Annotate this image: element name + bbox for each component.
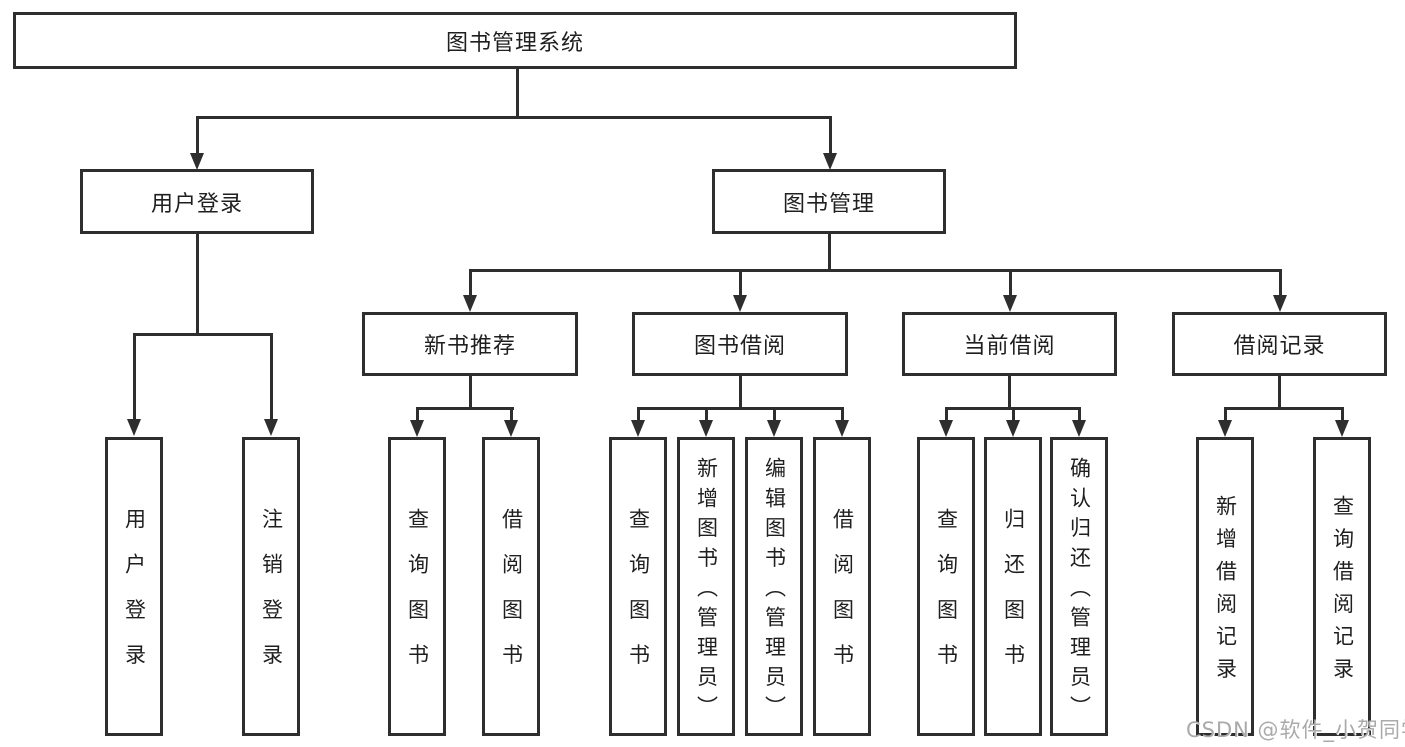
leaf-return-book-label: 归还图书 (1001, 508, 1026, 689)
leaf-edit-book-admin: 编辑图书（管理员） (745, 437, 803, 736)
leaf-confirm-return-admin: 确认归还（管理员） (1050, 437, 1108, 736)
node-book-management-label: 图书管理 (782, 191, 875, 217)
arrow-down-icon (190, 153, 204, 170)
leaf-user-login: 用户登录 (105, 437, 163, 736)
leaf-query-book-3: 查询图书 (917, 437, 975, 736)
connector-line (829, 116, 832, 154)
leaf-query-book-1: 查询图书 (388, 437, 446, 736)
arrow-down-icon (127, 419, 141, 436)
arrow-down-icon (699, 420, 713, 437)
node-book-management: 图书管理 (712, 169, 946, 234)
node-borrow-record: 借阅记录 (1172, 312, 1387, 376)
leaf-borrow-book-2-label: 借阅图书 (830, 508, 855, 689)
connector-line (1278, 375, 1281, 410)
node-current-borrow-label: 当前借阅 (963, 334, 1056, 359)
leaf-query-borrow-record-label: 查询借阅记录 (1330, 494, 1355, 690)
connector-line (841, 407, 844, 421)
leaf-query-book-2: 查询图书 (609, 437, 667, 736)
connector-line (196, 116, 832, 119)
connector-line (705, 407, 708, 421)
connector-line (637, 407, 844, 410)
connector-line (1224, 407, 1344, 410)
node-library-system-label: 图书管理系统 (445, 30, 584, 56)
connector-line (416, 407, 419, 421)
connector-line (133, 333, 273, 336)
arrow-down-icon (1273, 295, 1287, 312)
connector-line (469, 375, 472, 410)
arrow-down-icon (733, 295, 747, 312)
leaf-add-book-admin-label: 新增图书（管理员） (694, 456, 719, 726)
node-library-system: 图书管理系统 (13, 12, 1017, 69)
arrow-down-icon (939, 420, 953, 437)
leaf-borrow-book-1-label: 借阅图书 (499, 508, 524, 689)
arrow-down-icon (1335, 420, 1349, 437)
connector-line (1341, 407, 1344, 421)
arrow-down-icon (463, 295, 477, 312)
arrow-down-icon (410, 420, 424, 437)
leaf-return-book: 归还图书 (984, 437, 1042, 736)
connector-line (1279, 269, 1282, 296)
node-book-borrow-label: 图书借阅 (693, 334, 786, 359)
connector-line (1012, 407, 1015, 421)
connector-line (516, 68, 519, 118)
arrow-down-icon (504, 420, 518, 437)
connector-line (196, 116, 199, 154)
connector-line (1009, 269, 1012, 296)
leaf-confirm-return-admin-label: 确认归还（管理员） (1067, 456, 1092, 726)
node-new-book-recommend-label: 新书推荐 (423, 334, 516, 359)
node-current-borrow: 当前借阅 (902, 312, 1117, 376)
leaf-query-borrow-record: 查询借阅记录 (1313, 437, 1371, 736)
connector-line (1224, 407, 1227, 421)
leaf-add-borrow-record: 新增借阅记录 (1196, 437, 1254, 736)
leaf-logout-label: 注销登录 (259, 508, 284, 689)
connector-line (828, 233, 831, 272)
node-new-book-recommend: 新书推荐 (362, 312, 578, 376)
arrow-down-icon (1003, 295, 1017, 312)
leaf-user-login-label: 用户登录 (122, 508, 147, 689)
arrow-down-icon (264, 419, 278, 436)
connector-line (510, 407, 513, 421)
connector-line (416, 407, 514, 410)
leaf-logout: 注销登录 (242, 437, 300, 736)
node-book-borrow: 图书借阅 (632, 312, 848, 376)
leaf-borrow-book-2: 借阅图书 (813, 437, 871, 736)
leaf-borrow-book-1: 借阅图书 (482, 437, 540, 736)
leaf-add-borrow-record-label: 新增借阅记录 (1213, 494, 1238, 690)
csdn-watermark: CSDN @软件_小贺同学 (1186, 718, 1405, 742)
leaf-edit-book-admin-label: 编辑图书（管理员） (762, 456, 787, 726)
connector-line (739, 269, 742, 296)
connector-line (469, 269, 472, 296)
arrow-down-icon (823, 153, 837, 170)
connector-line (773, 407, 776, 421)
connector-line (1078, 407, 1081, 421)
arrow-down-icon (1218, 420, 1232, 437)
leaf-query-book-1-label: 查询图书 (405, 508, 430, 689)
arrow-down-icon (1006, 420, 1020, 437)
connector-line (739, 375, 742, 410)
arrow-down-icon (1072, 420, 1086, 437)
connector-line (1008, 375, 1011, 410)
node-borrow-record-label: 借阅记录 (1233, 334, 1326, 359)
leaf-add-book-admin: 新增图书（管理员） (677, 437, 735, 736)
connector-line (637, 407, 640, 421)
connector-line (196, 233, 199, 335)
connector-line (945, 407, 948, 421)
arrow-down-icon (767, 420, 781, 437)
connector-line (270, 333, 273, 420)
leaf-query-book-2-label: 查询图书 (626, 508, 651, 689)
node-user-login: 用户登录 (80, 169, 314, 234)
connector-line (469, 269, 1281, 272)
leaf-query-book-3-label: 查询图书 (934, 508, 959, 689)
arrow-down-icon (631, 420, 645, 437)
node-user-login-label: 用户登录 (150, 191, 243, 217)
arrow-down-icon (835, 420, 849, 437)
connector-line (133, 333, 136, 420)
